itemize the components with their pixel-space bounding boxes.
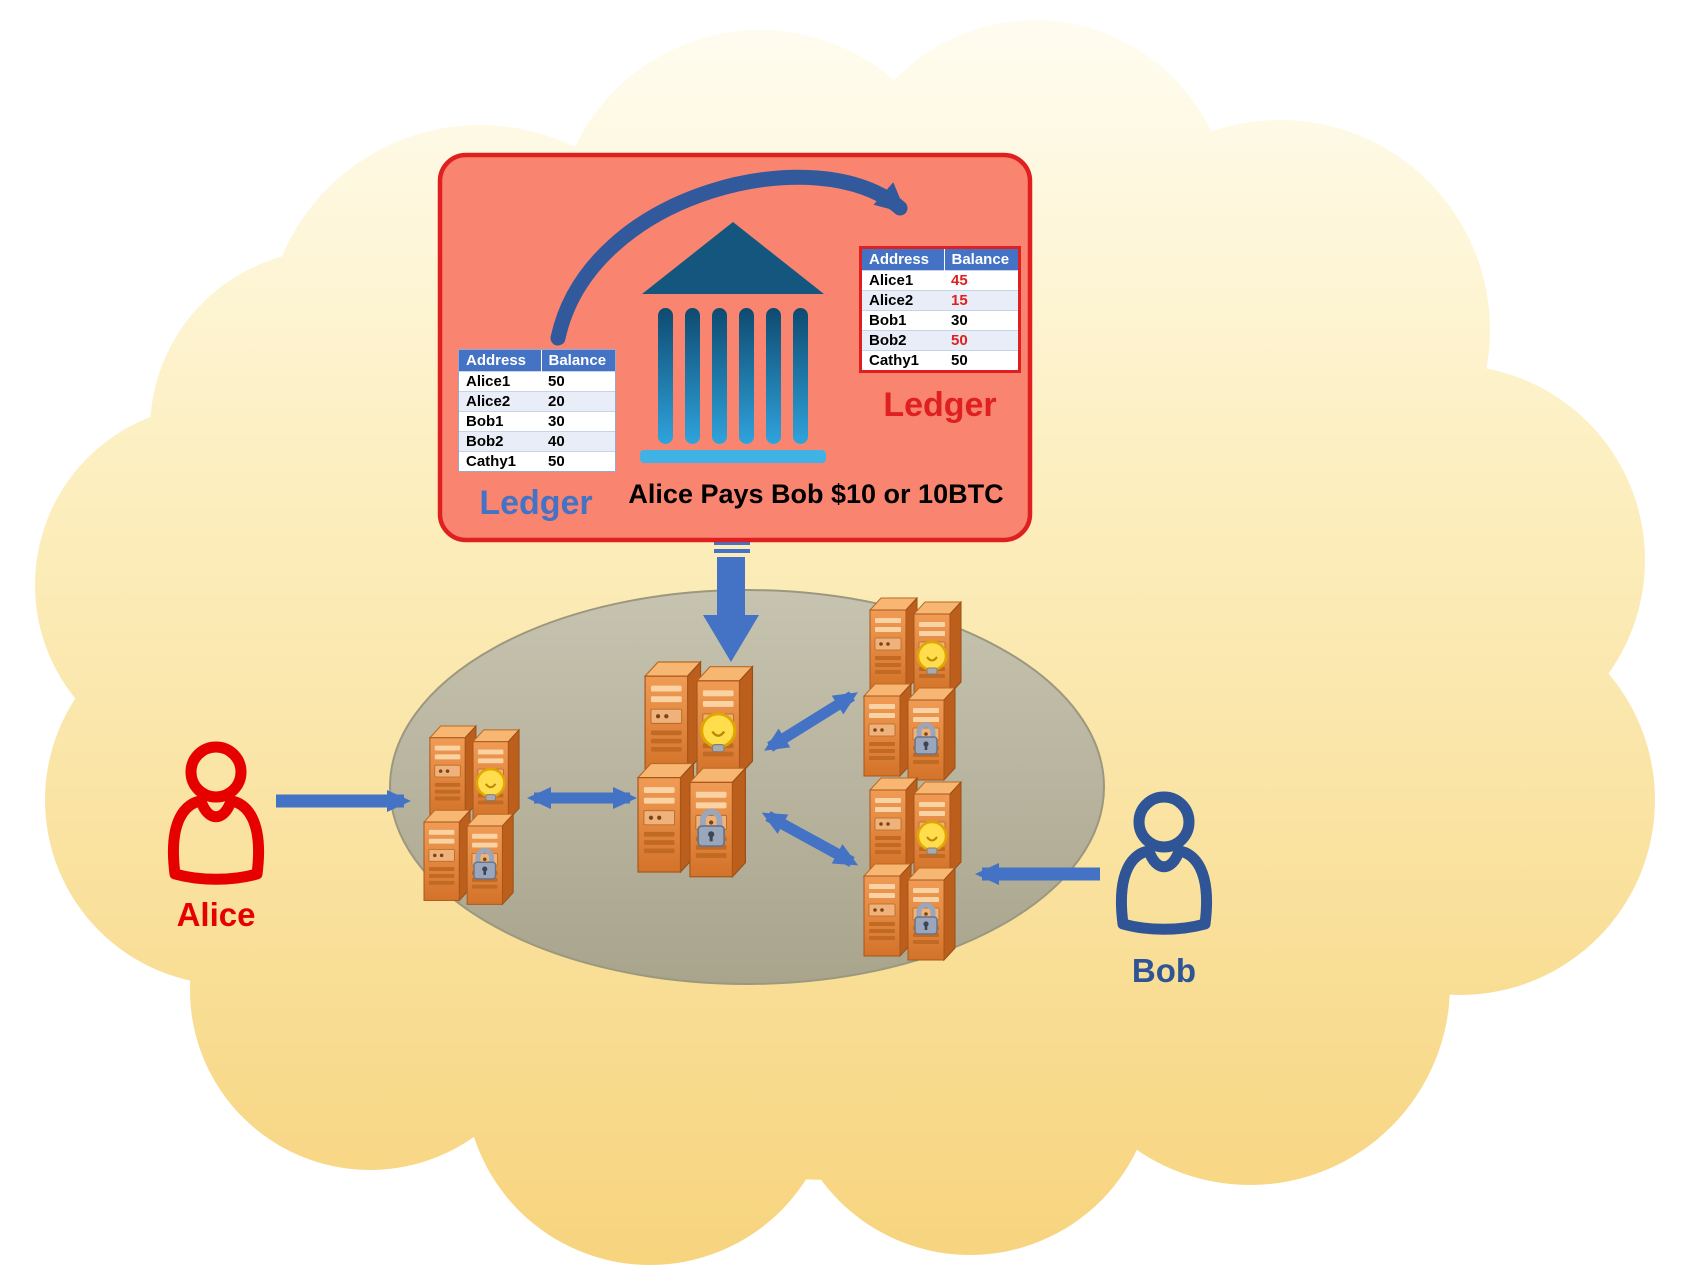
cell-address: Bob2 bbox=[862, 330, 944, 351]
network-link-arrow-center-bottomright bbox=[761, 811, 859, 867]
col-address: Address bbox=[862, 249, 945, 271]
table-row: Alice1 45 bbox=[862, 270, 1018, 291]
ledger-table-after: Address Balance Alice1 45 Alice2 15 Bob1… bbox=[859, 246, 1021, 373]
transaction-text: Alice Pays Bob $10 or 10BTC bbox=[628, 479, 1004, 509]
cell-address: Alice2 bbox=[862, 290, 944, 311]
cell-balance: 50 bbox=[944, 330, 1018, 351]
ledger-table-before: Address Balance Alice1 50 Alice2 20 Bob1… bbox=[458, 349, 616, 472]
bob-label: Bob bbox=[1131, 952, 1197, 989]
table-row: Alice1 50 bbox=[459, 371, 615, 392]
col-balance: Balance bbox=[541, 350, 615, 372]
cell-address: Bob1 bbox=[459, 411, 541, 432]
cell-address: Cathy1 bbox=[459, 451, 541, 471]
cell-balance: 15 bbox=[944, 290, 1018, 311]
ledger-label-before: Ledger bbox=[479, 484, 593, 522]
table-row: Bob1 30 bbox=[459, 411, 615, 432]
ledger-label-after: Ledger bbox=[883, 386, 997, 424]
cell-address: Cathy1 bbox=[862, 350, 944, 370]
cell-balance: 50 bbox=[541, 371, 615, 392]
table-row: Cathy1 50 bbox=[459, 451, 615, 471]
table-header-row: Address Balance bbox=[459, 350, 615, 372]
table-row: Bob2 40 bbox=[459, 431, 615, 452]
ledger-update-arrow bbox=[550, 169, 908, 346]
cell-balance: 30 bbox=[944, 310, 1018, 331]
table-row: Bob1 30 bbox=[862, 310, 1018, 331]
col-address: Address bbox=[459, 350, 542, 372]
table-header-row: Address Balance bbox=[862, 249, 1018, 271]
cell-balance: 45 bbox=[944, 270, 1018, 291]
network-link-arrow-center-topright bbox=[764, 691, 858, 752]
cell-address: Bob1 bbox=[862, 310, 944, 331]
table-row: Bob2 50 bbox=[862, 330, 1018, 351]
bank-icon bbox=[640, 222, 826, 463]
cell-balance: 50 bbox=[944, 350, 1018, 370]
table-row: Cathy1 50 bbox=[862, 350, 1018, 370]
alice-label: Alice bbox=[176, 896, 256, 933]
cell-balance: 30 bbox=[541, 411, 615, 432]
cell-balance: 50 bbox=[541, 451, 615, 471]
cell-address: Bob2 bbox=[459, 431, 541, 452]
cell-address: Alice1 bbox=[862, 270, 944, 291]
panel-to-network-arrow bbox=[703, 541, 759, 662]
cell-balance: 20 bbox=[541, 391, 615, 412]
cell-address: Alice2 bbox=[459, 391, 541, 412]
table-row: Alice2 15 bbox=[862, 290, 1018, 311]
table-row: Alice2 20 bbox=[459, 391, 615, 412]
cell-address: Alice1 bbox=[459, 371, 541, 392]
cell-balance: 40 bbox=[541, 431, 615, 452]
col-balance: Balance bbox=[944, 249, 1018, 271]
